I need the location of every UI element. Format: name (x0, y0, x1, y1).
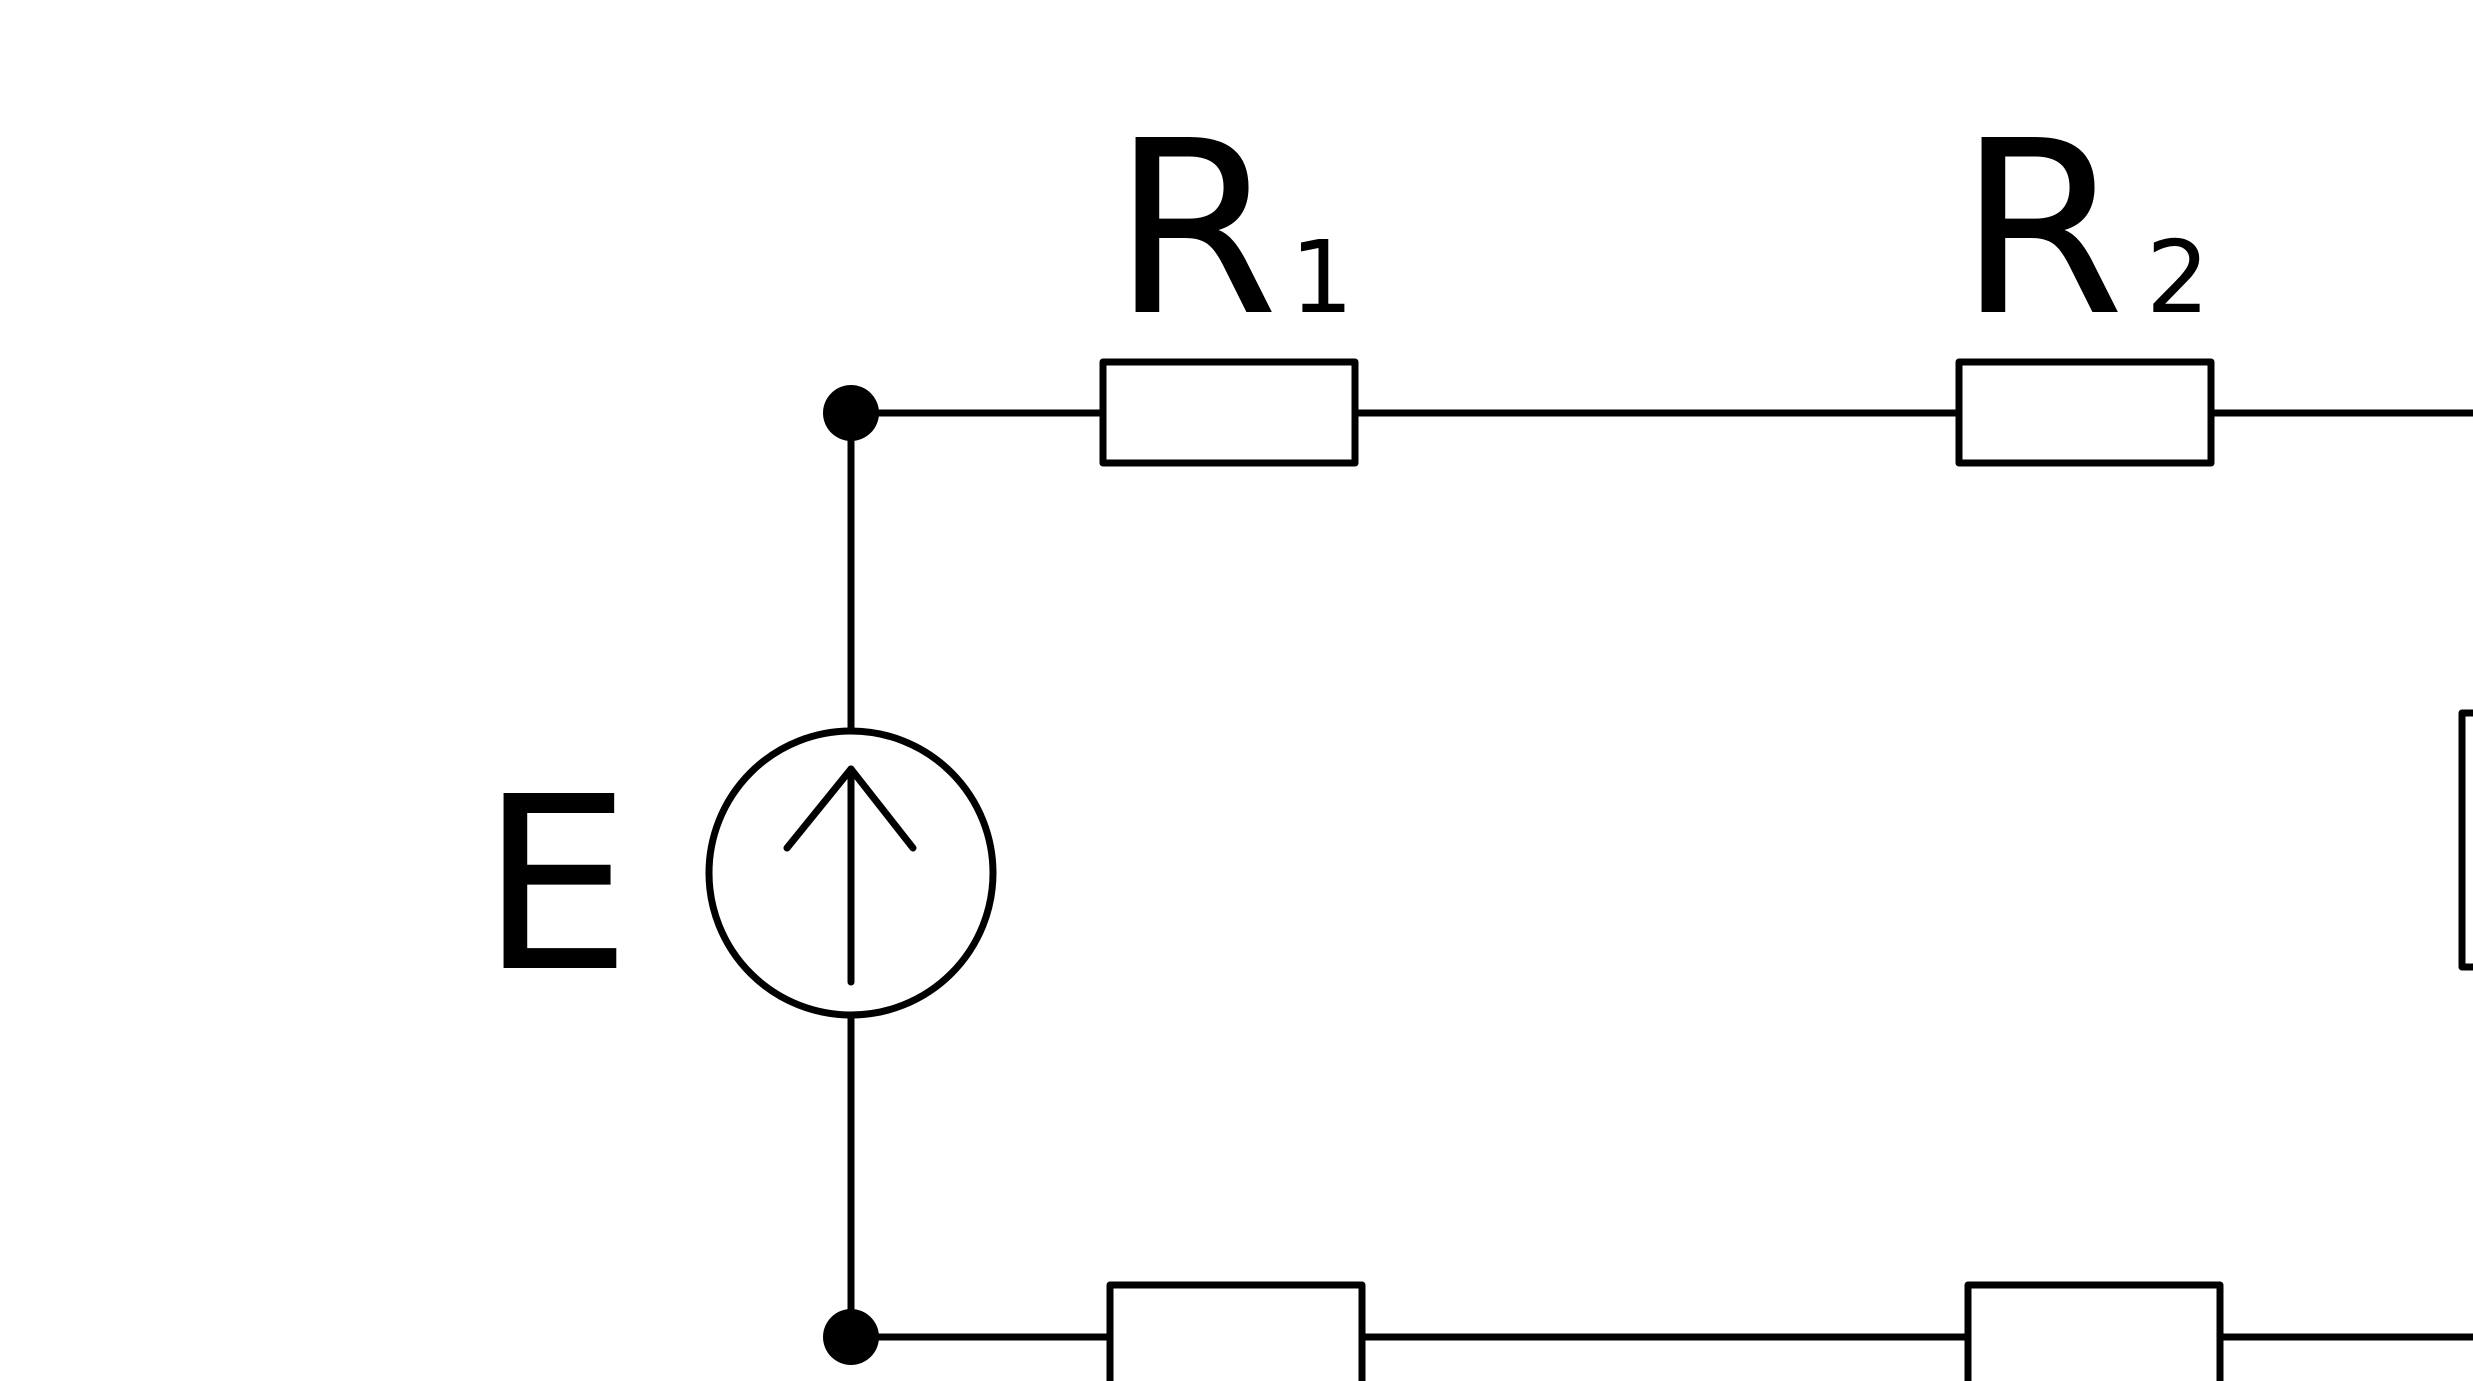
resistor-right (2458, 709, 2473, 971)
label-e: E (480, 745, 632, 1025)
label-r1: R (1112, 89, 1279, 369)
junction-node-bottom (823, 1309, 879, 1365)
resistor-bottom-right (1964, 1281, 2224, 1381)
label-r2-subscript: 2 (2146, 219, 2210, 336)
source-arrowhead (783, 765, 917, 852)
resistor-r1 (1099, 358, 1359, 467)
source-circle (705, 727, 997, 1019)
label-r2: R (1958, 89, 2125, 369)
voltage-source-e (705, 727, 997, 1019)
resistor-bottom-left (1106, 1281, 1366, 1381)
label-r1-subscript: 1 (1290, 219, 1354, 336)
junction-node-top (823, 385, 879, 441)
resistor-r2 (1955, 358, 2215, 467)
